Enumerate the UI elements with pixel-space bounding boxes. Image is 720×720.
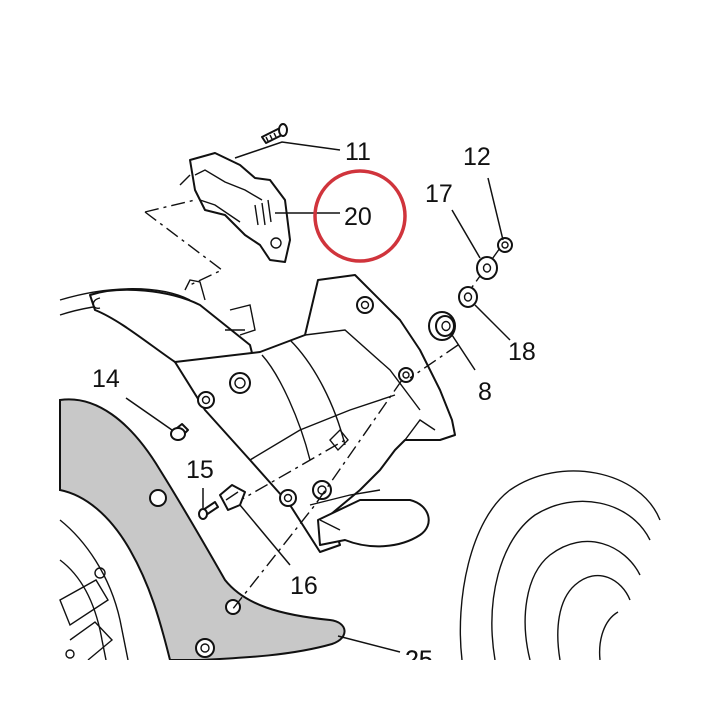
screw-14	[170, 423, 189, 441]
callout-11: 11	[345, 138, 371, 166]
screw-15	[198, 501, 219, 520]
assembly-lines	[144, 199, 501, 611]
callout-14: 14	[92, 365, 120, 393]
bottom-crop-mask	[0, 660, 720, 720]
callout-18: 18	[508, 338, 536, 366]
clip-16	[219, 484, 246, 511]
main-bracket	[174, 274, 456, 553]
washer-18	[458, 286, 478, 308]
callout-12: 12	[463, 143, 491, 171]
callout-8: 8	[478, 378, 492, 406]
exhaust-pipe	[459, 470, 661, 661]
screw-11	[261, 123, 288, 144]
plate-extension	[317, 499, 430, 548]
callout-17: 17	[425, 180, 453, 208]
washer-17	[476, 256, 498, 280]
callout-15: 15	[186, 456, 214, 484]
leader-lines	[125, 141, 511, 653]
nut-12	[497, 237, 513, 253]
cover-part-20	[179, 152, 291, 263]
grommet-8	[428, 311, 456, 341]
callout-20: 20	[344, 203, 372, 231]
frame-structure	[59, 288, 215, 661]
callout-25-cropped: 25	[405, 646, 433, 674]
highlight-ring	[313, 169, 407, 263]
callout-16: 16	[290, 572, 318, 600]
